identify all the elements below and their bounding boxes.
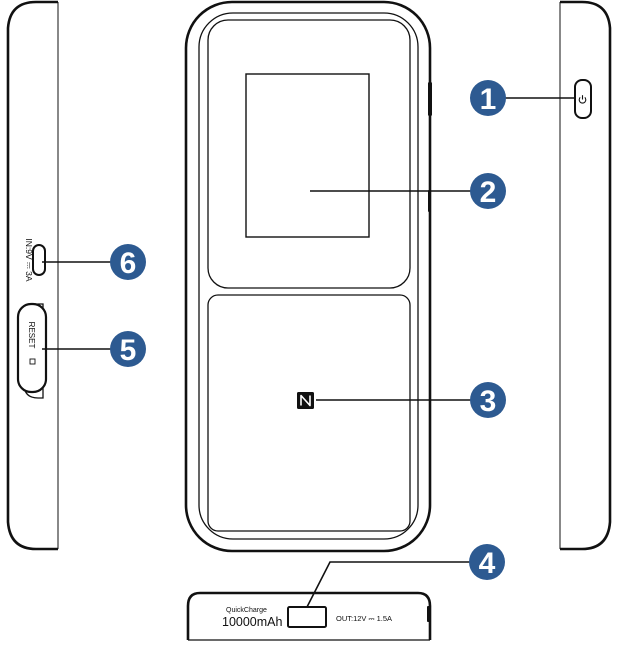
quickcharge-label: QuickCharge [226,607,267,614]
right-side-view [559,0,612,551]
callout-6: 6 [110,244,146,280]
front-view [184,0,432,553]
callout-2-circle [470,173,506,209]
left-side-outline [6,0,58,551]
usb-a-output-port[interactable] [287,606,327,628]
leader-line-4 [306,561,470,608]
callout-3-label: 3 [480,385,497,418]
front-side-switch-bump [428,190,431,212]
left-side-view [6,0,59,551]
front-side-button-bump [428,82,432,116]
callout-3-circle [470,382,506,418]
callout-5: 5 [110,331,146,367]
callout-1-circle [470,80,506,116]
callout-4-label: 4 [479,547,496,580]
reset-button[interactable] [16,302,48,394]
pinhole-icon [29,358,36,365]
callout-3: 3 [470,382,506,418]
display-glass-panel [207,19,411,289]
bottom-view [186,591,432,641]
front-lower-panel [207,294,411,532]
nfc-icon [297,392,314,409]
reset-label: RESET [27,322,36,349]
capacity-label: 10000mAh [222,615,283,629]
callout-5-circle [110,331,146,367]
callout-1-label: 1 [480,83,497,116]
usb-c-input-port[interactable] [32,244,46,276]
leader-lines [42,97,574,608]
bottom-side-outline [186,591,432,640]
output-rating-label: OUT:12V ⎓ 1.5A [336,614,392,623]
input-rating-label: IN:9V ⎓ 3A [24,238,34,281]
right-side-outline [560,0,612,551]
front-body-outline [184,0,432,553]
power-icon [578,95,587,104]
callout-5-label: 5 [120,334,137,367]
display-screen [245,73,370,238]
callout-6-label: 6 [120,247,137,280]
callout-4: 4 [469,544,505,580]
callout-2: 2 [470,173,506,209]
callout-1: 1 [470,80,506,116]
callout-6-circle [110,244,146,280]
callout-2-label: 2 [480,176,497,209]
callout-4-circle [469,544,505,580]
bottom-side-bump [427,606,431,622]
front-inner-bezel [198,12,419,540]
